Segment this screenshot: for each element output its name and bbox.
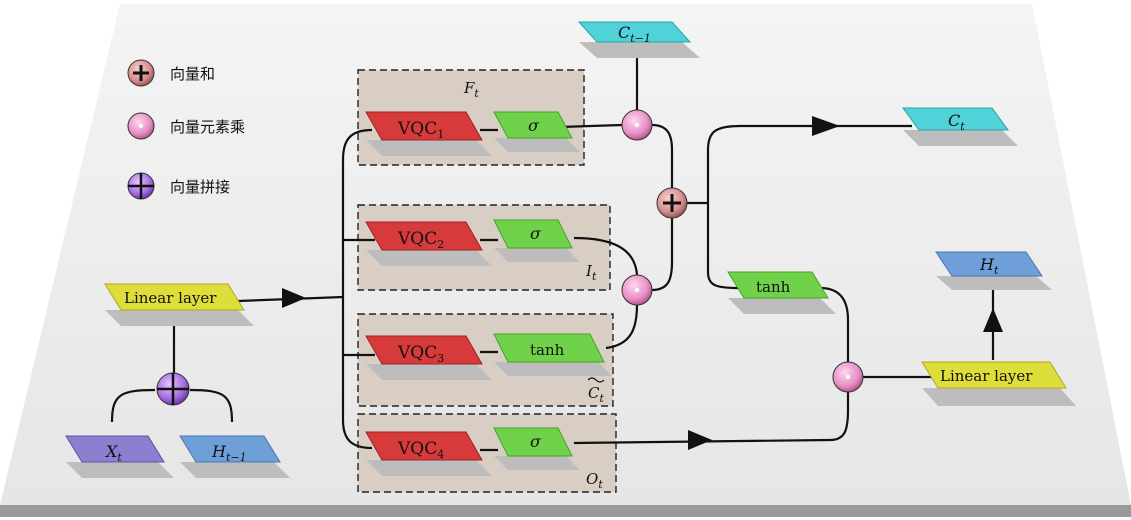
legend-concat-label: 向量拼接 bbox=[170, 178, 230, 196]
legend-mul-label: 向量元素乘 bbox=[170, 118, 245, 136]
svg-text:Ct: Ct bbox=[588, 384, 604, 405]
svg-text:VQC1: VQC1 bbox=[397, 119, 444, 141]
vqc-1-block: VQC1 bbox=[365, 111, 492, 156]
act-2-block: σ bbox=[493, 219, 580, 262]
svg-text:VQC3: VQC3 bbox=[397, 343, 444, 365]
linear-out-block: Linear layer bbox=[921, 361, 1076, 406]
gate-label-input: It bbox=[585, 262, 597, 283]
act-4-block: σ bbox=[493, 427, 580, 470]
arrow-output bbox=[688, 430, 712, 450]
gate-label-forget: Ft bbox=[463, 79, 479, 100]
legend-mul-icon bbox=[127, 112, 155, 140]
legend-add-icon bbox=[127, 59, 155, 87]
h-input-block: Ht−1 bbox=[179, 435, 290, 478]
gate-label-candidate: Ct bbox=[587, 377, 604, 405]
gate-label-output: Ot bbox=[586, 470, 603, 491]
mul-node-input bbox=[621, 274, 653, 306]
mul-node-forget bbox=[621, 109, 653, 141]
plane-edge bbox=[0, 505, 1131, 517]
arrow-hidden bbox=[983, 308, 1003, 332]
svg-text:tanh: tanh bbox=[756, 278, 791, 296]
svg-text:Ct: Ct bbox=[948, 111, 965, 133]
x-input-block: Xt bbox=[65, 435, 174, 478]
svg-text:Ht: Ht bbox=[979, 255, 999, 277]
svg-text:Ct−1: Ct−1 bbox=[618, 23, 651, 45]
act-1-block: σ bbox=[493, 111, 580, 152]
arrow-linear bbox=[282, 288, 306, 308]
mul-node-output bbox=[832, 361, 864, 393]
svg-text:Ht−1: Ht−1 bbox=[211, 442, 247, 464]
svg-text:VQC4: VQC4 bbox=[397, 439, 444, 461]
svg-text:σ: σ bbox=[530, 432, 542, 451]
connections bbox=[110, 58, 995, 452]
vqc-2-block: VQC2 bbox=[365, 221, 492, 266]
svg-text:Xt: Xt bbox=[104, 442, 122, 464]
legend-add-label: 向量和 bbox=[170, 65, 215, 83]
concat-node bbox=[156, 372, 190, 406]
svg-text:tanh: tanh bbox=[530, 341, 565, 359]
vqc-3-block: VQC3 bbox=[365, 335, 492, 380]
svg-text:VQC2: VQC2 bbox=[397, 229, 444, 251]
hidden-out-block: Ht bbox=[935, 251, 1052, 290]
svg-text:σ: σ bbox=[530, 224, 542, 243]
tanh-out-block: tanh bbox=[727, 271, 836, 314]
svg-text:Linear layer: Linear layer bbox=[124, 289, 217, 307]
add-node bbox=[656, 187, 688, 219]
linear-in-block: Linear layer bbox=[104, 283, 254, 326]
svg-text:Linear layer: Linear layer bbox=[940, 367, 1033, 385]
svg-text:σ: σ bbox=[528, 116, 540, 135]
gate-box-output bbox=[357, 413, 617, 493]
legend-concat-icon bbox=[127, 172, 155, 200]
vqc-4-block: VQC4 bbox=[365, 431, 492, 476]
act-3-block: tanh bbox=[493, 333, 612, 376]
cell-out-block: Ct bbox=[902, 107, 1018, 146]
legend: 向量和 向量元素乘 向量拼接 bbox=[127, 59, 245, 200]
arrow-cell bbox=[812, 116, 840, 136]
cell-prev-block: Ct−1 bbox=[577, 21, 700, 58]
